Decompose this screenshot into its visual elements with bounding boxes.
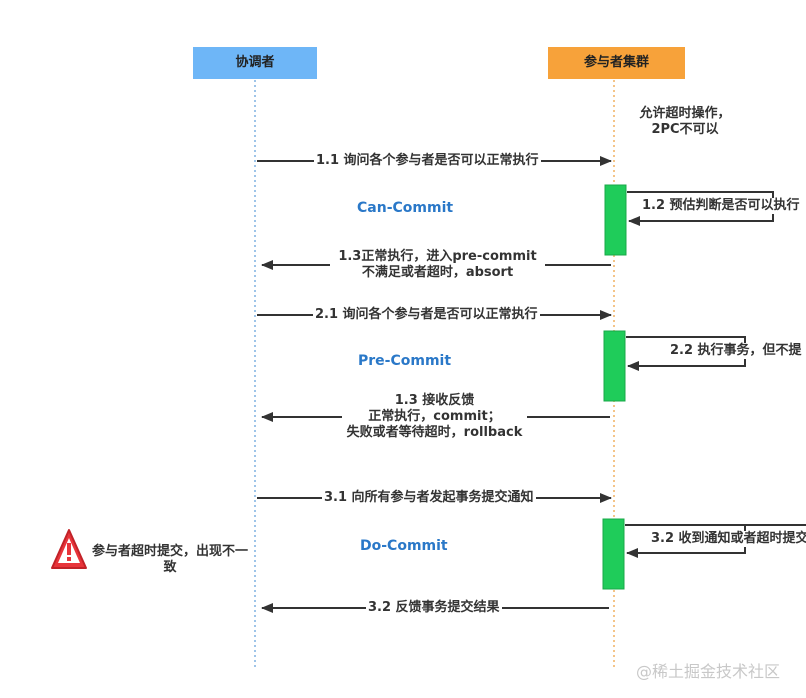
message-2-2: 2.2 执行事务，但不提 [668,343,804,359]
message-1-1: 1.1 询问各个参与者是否可以正常执行 [314,153,541,169]
message-2-1: 2.1 询问各个参与者是否可以正常执行 [313,307,540,323]
message-3-1: 3.1 向所有参与者发起事务提交通知 [322,490,536,506]
participant-note: 允许超时操作， 2PC不可以 [639,106,731,137]
message-2-3: 1.3 接收反馈 正常执行，commit； 失败或者等待超时，rollback [342,393,527,441]
phase-label-can-commit: Can-Commit [357,200,454,216]
phase-label-do-commit: Do-Commit [360,538,448,554]
phase-label-pre-commit: Pre-Commit [358,353,452,369]
message-1-2: 1.2 预估判断是否可以执行 [640,198,802,214]
message-3-2: 3.2 收到通知或者超时提交 [649,531,806,547]
activation-bar-do-commit [602,518,625,590]
watermark: @稀土掘金技术社区 [636,662,781,681]
message-3-3: 3.2 反馈事务提交结果 [366,600,502,616]
coordinator-header: 协调者 [193,47,317,79]
message-1-3: 1.3正常执行，进入pre-commit 不满足或者超时，absort [330,249,545,281]
warning-note: 参与者超时提交，出现不一致 [91,544,248,575]
activation-bar-can-commit [604,184,627,256]
warning-triangle-icon [51,529,87,569]
activation-bar-pre-commit [603,330,626,402]
participants-header: 参与者集群 [548,47,685,79]
